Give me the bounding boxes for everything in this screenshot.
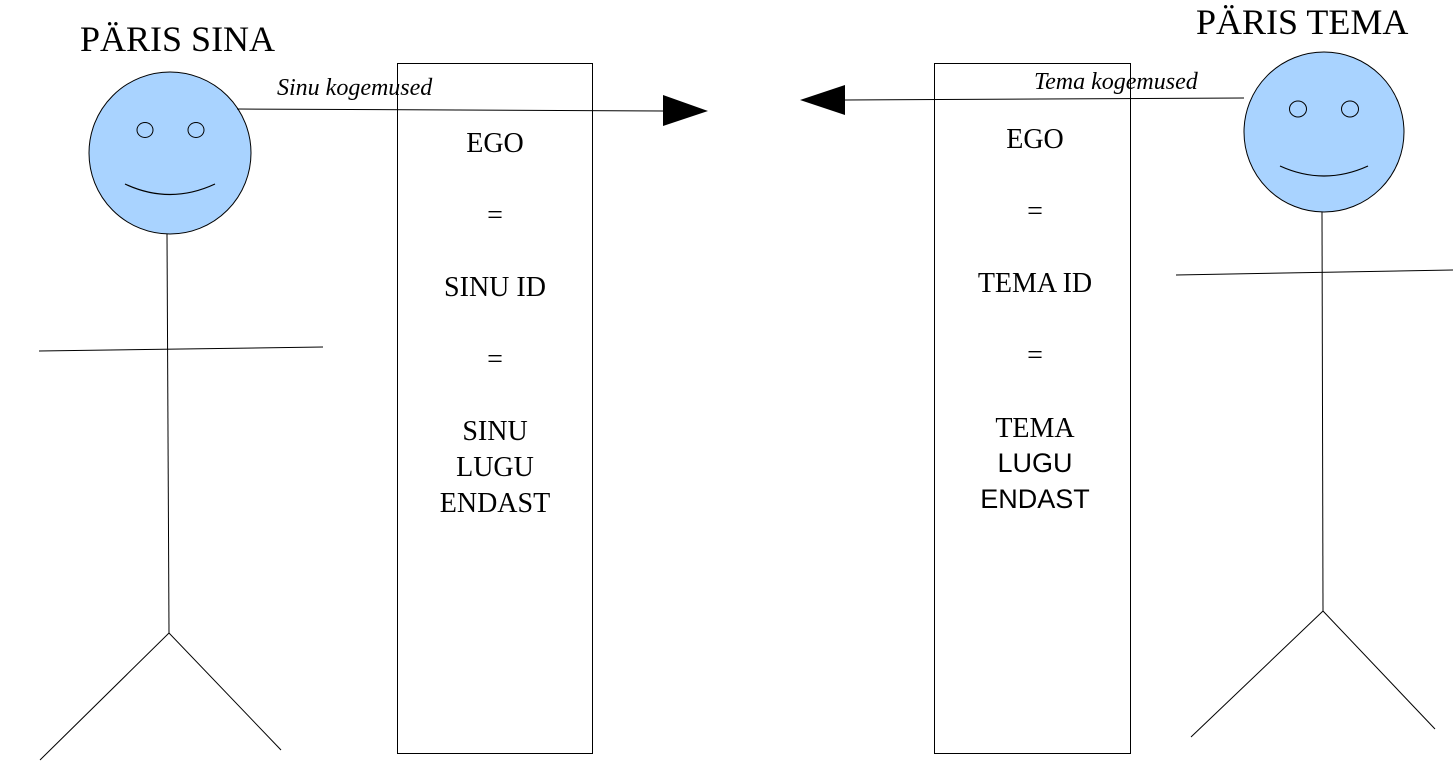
left-arrowhead: [663, 95, 708, 126]
right-arrowhead: [800, 85, 845, 115]
left-box-line-eq2: =: [487, 344, 503, 375]
right-leg-left: [1190, 610, 1324, 738]
right-experience-arrow: Tema kogemused: [800, 69, 1245, 115]
right-body: [1321, 211, 1324, 612]
left-box-line-lugu: LUGU: [456, 452, 534, 483]
left-arrow-label: Sinu kogemused: [277, 75, 433, 101]
left-experience-arrow: Sinu kogemused: [236, 75, 708, 126]
left-title: PÄRIS SINA: [80, 19, 275, 59]
right-box-line-eq2: =: [1027, 340, 1043, 371]
left-arms: [38, 346, 324, 352]
left-box-line-eq1: =: [487, 200, 503, 231]
left-box-line-endast: ENDAST: [440, 488, 550, 519]
right-eye-left: [1289, 100, 1307, 118]
right-box-line-ego: EGO: [1006, 124, 1064, 155]
right-box-line-endast: ENDAST: [980, 484, 1090, 514]
right-box-line-tema: TEMA: [995, 413, 1075, 444]
right-box-line-eq1: =: [1027, 196, 1043, 227]
left-leg-left: [39, 632, 170, 761]
right-title: PÄRIS TEMA: [1196, 2, 1408, 42]
right-smile: [1279, 165, 1369, 177]
left-box-line-id: SINU ID: [444, 272, 546, 303]
right-head: [1243, 51, 1405, 213]
left-leg-right: [168, 632, 282, 751]
left-box-line-sinu: SINU: [462, 416, 527, 447]
right-leg-right: [1322, 610, 1436, 730]
left-eye-left: [136, 122, 154, 138]
right-box-frame: [934, 63, 1131, 754]
right-arms: [1175, 269, 1453, 276]
left-eye-right: [187, 122, 205, 138]
right-eye-right: [1341, 100, 1359, 118]
left-stick-figure: PÄRIS SINA: [38, 19, 324, 761]
left-ego-box: EGO = SINU ID = SINU LUGU ENDAST: [397, 63, 593, 754]
left-smile: [124, 183, 216, 196]
left-box-frame: [397, 63, 593, 754]
right-stick-figure: PÄRIS TEMA: [1175, 2, 1453, 738]
right-ego-box: EGO = TEMA ID = TEMA LUGU ENDAST: [934, 63, 1131, 754]
left-arrow-shaft: [236, 108, 666, 112]
left-head: [88, 71, 252, 235]
right-arrow-shaft: [844, 97, 1245, 101]
left-body: [166, 233, 170, 634]
right-arrow-label: Tema kogemused: [1034, 69, 1199, 95]
right-box-line-lugu: LUGU: [997, 448, 1072, 478]
right-box-line-id: TEMA ID: [978, 268, 1092, 299]
left-box-line-ego: EGO: [466, 128, 524, 159]
